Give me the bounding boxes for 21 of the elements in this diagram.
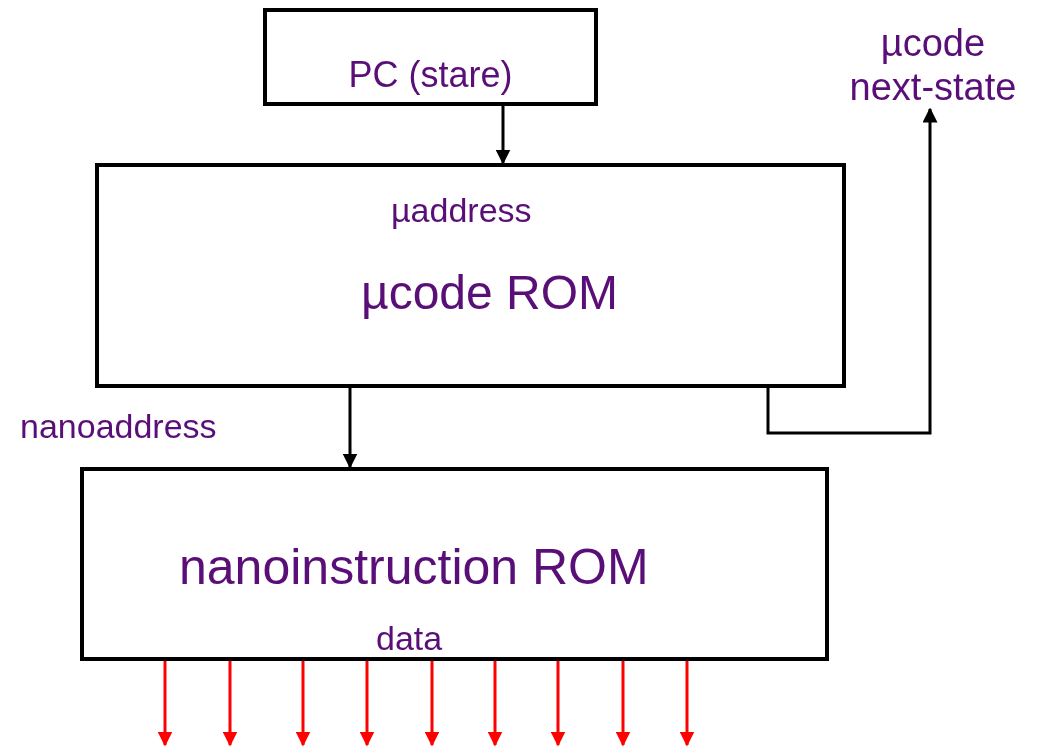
box-title: nanoinstruction ROM	[179, 539, 649, 597]
arrow	[359, 661, 375, 747]
rom-box	[95, 163, 846, 388]
arrow	[679, 661, 695, 747]
arrow	[342, 388, 358, 469]
register-box	[263, 8, 598, 106]
arrow	[487, 661, 503, 747]
arrow	[157, 661, 173, 747]
arrow	[222, 661, 238, 747]
port-label: µaddress	[391, 191, 532, 231]
box-title: PC (stare)	[347, 54, 514, 96]
port-label: data	[376, 619, 443, 659]
arrow	[495, 106, 511, 165]
arrow	[295, 661, 311, 747]
arrow	[615, 661, 631, 747]
rom-box	[80, 467, 829, 661]
output-label: µcode next-state	[848, 22, 1018, 110]
arrow	[424, 661, 440, 747]
arrow	[550, 661, 566, 747]
arrow	[766, 107, 938, 435]
box-title: µcode ROM	[361, 265, 619, 321]
